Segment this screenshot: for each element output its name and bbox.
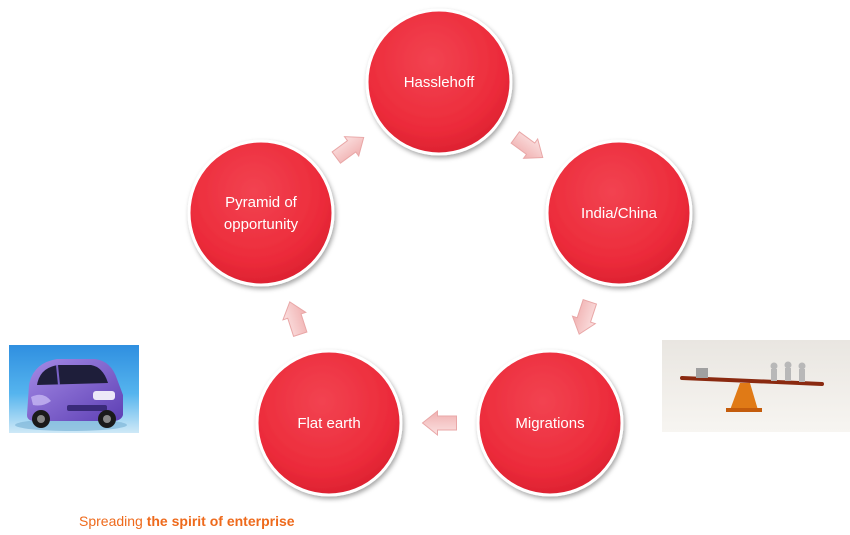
cycle-node-label: opportunity bbox=[224, 216, 299, 233]
footer-tagline: Spreading the spirit of enterprise bbox=[79, 513, 295, 529]
tagline-emphasis: the spirit of enterprise bbox=[146, 513, 295, 529]
cycle-arrow-india-china-to-migrations bbox=[571, 299, 598, 335]
seesaw-photo bbox=[662, 340, 850, 432]
cycle-node-migrations: Migrations bbox=[476, 349, 624, 497]
cycle-node-label: Pyramid of bbox=[225, 194, 298, 211]
cycle-arrow-pyramid-to-hasslehoff bbox=[331, 136, 365, 164]
cycle-node-circle bbox=[187, 139, 335, 287]
cycle-node-circle bbox=[545, 139, 693, 287]
car-photo bbox=[9, 345, 139, 433]
cycle-node-circle bbox=[255, 349, 403, 497]
cycle-node-india-china: India/China bbox=[545, 139, 693, 287]
tagline-prefix: Spreading bbox=[79, 513, 147, 529]
cycle-node-label: Hasslehoff bbox=[404, 74, 475, 91]
cycle-node-label: Migrations bbox=[515, 415, 584, 432]
cycle-node-label: India/China bbox=[581, 205, 658, 222]
cycle-node-circle bbox=[365, 8, 513, 156]
cycle-node-pyramid: Pyramid of opportunity bbox=[187, 139, 335, 287]
cycle-node-label: Flat earth bbox=[297, 415, 360, 432]
cycle-node-flat-earth: Flat earth bbox=[255, 349, 403, 497]
cycle-node-circle bbox=[476, 349, 624, 497]
cycle-arrow-flat-earth-to-pyramid bbox=[282, 301, 308, 337]
cycle-arrow-migrations-to-flat-earth bbox=[421, 409, 457, 437]
seesaw-image bbox=[662, 340, 850, 432]
cycle-arrow-hasslehoff-to-india-china bbox=[510, 131, 544, 159]
car-image bbox=[9, 345, 139, 433]
cycle-node-hasslehoff: Hasslehoff bbox=[365, 8, 513, 156]
